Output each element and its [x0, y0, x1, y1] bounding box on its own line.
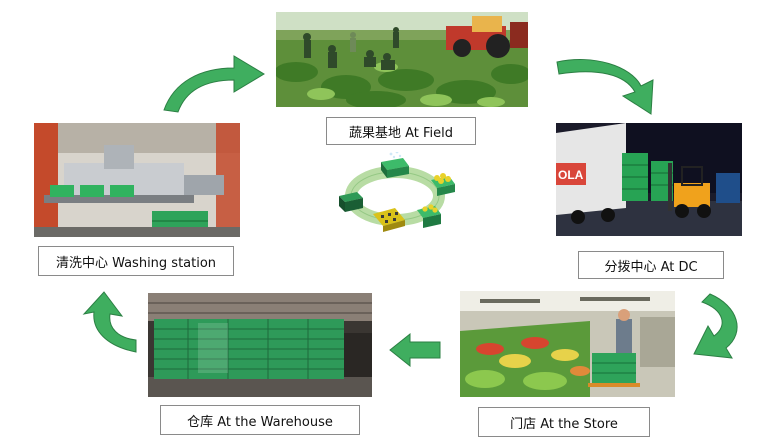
distribution-center-photo: OLA — [556, 123, 742, 236]
produce-tray-icon — [373, 208, 405, 232]
washing-station-photo — [34, 123, 240, 237]
crate-cycle-ring-icon — [339, 152, 455, 232]
loaded-crate-icon — [417, 204, 441, 228]
truck-brand-text: OLA — [558, 168, 584, 182]
label-at-the-store: 门店 At the Store — [478, 407, 650, 437]
label-at-the-warehouse: 仓库 At the Warehouse — [160, 405, 360, 435]
curved-arrow-dc-to-store — [693, 293, 738, 359]
curved-arrow-washing-to-field — [163, 55, 265, 113]
green-crate-icon — [381, 152, 409, 178]
label-at-field: 蔬果基地 At Field — [326, 117, 476, 145]
farm-field-photo — [276, 12, 528, 107]
warehouse-crates-photo — [148, 293, 372, 397]
yellow-crate-icon — [431, 173, 455, 196]
curved-arrow-field-to-dc — [556, 59, 654, 115]
stacked-crates-icon — [339, 192, 363, 212]
label-at-dc: 分拨中心 At DC — [578, 251, 724, 279]
arrow-store-to-warehouse — [389, 332, 441, 368]
store-produce-photo — [460, 291, 675, 397]
label-washing-station: 清洗中心 Washing station — [38, 246, 234, 276]
curved-arrow-warehouse-to-washing — [82, 291, 137, 353]
